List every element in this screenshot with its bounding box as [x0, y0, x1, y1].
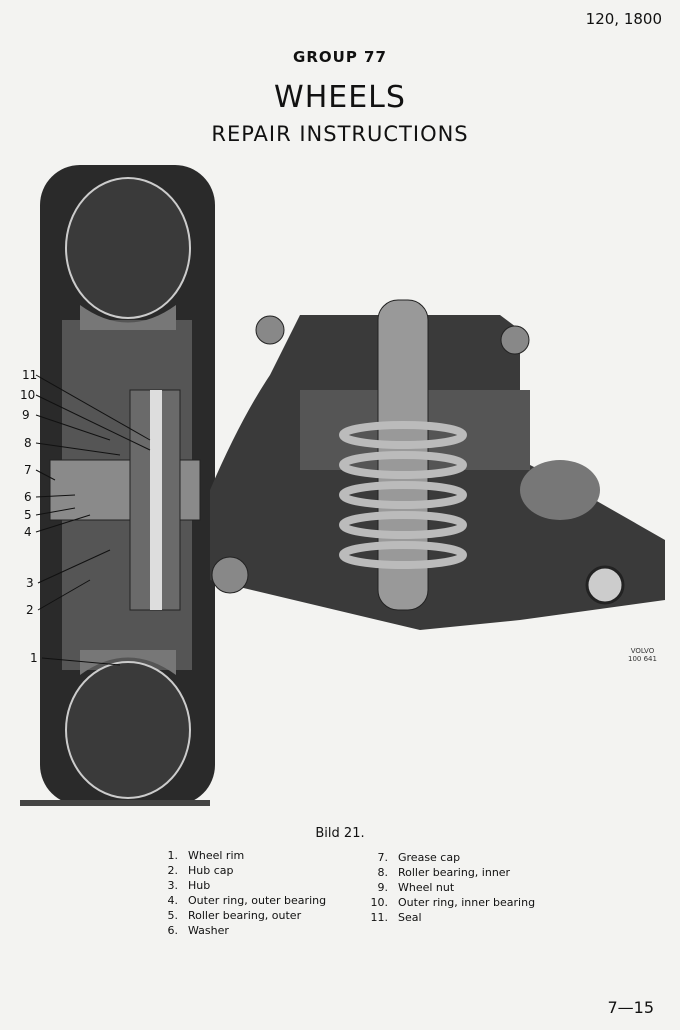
legend-label: Outer ring, outer bearing	[188, 894, 327, 907]
legend-label: Roller bearing, inner	[398, 866, 511, 879]
legend-num: 2.	[167, 864, 179, 877]
page-subtitle: REPAIR INSTRUCTIONS	[211, 122, 469, 146]
callout-2: 2	[26, 603, 34, 617]
group-heading: GROUP 77	[293, 48, 387, 66]
legend-label: Hub cap	[188, 864, 234, 877]
legend-num: 4.	[167, 894, 179, 907]
stamp-number: 100 641	[628, 655, 657, 663]
tire-lower-chamber	[65, 661, 191, 799]
figure-stamp: VOLVO 100 641	[628, 647, 657, 663]
legend-num: 9.	[377, 881, 389, 894]
legend-item: 3. Hub	[150, 878, 326, 893]
callout-9: 9	[22, 408, 30, 422]
callout-7: 7	[24, 463, 32, 477]
model-number: 120, 1800	[585, 10, 662, 28]
callout-1: 1	[30, 651, 38, 665]
legend-column-2: 7. Grease cap 8. Roller bearing, inner 9. W…	[360, 850, 536, 925]
legend-num: 10.	[370, 896, 389, 909]
legend-item: 4. Outer ring, outer bearing	[150, 893, 327, 908]
figure-caption: Bild 21.	[315, 826, 365, 841]
legend-label: Wheel rim	[188, 849, 245, 862]
callout-3: 3	[26, 576, 34, 590]
legend-num: 7.	[377, 851, 389, 864]
page-number: 7—15	[607, 998, 654, 1017]
legend-item: 10. Outer ring, inner bearing	[360, 895, 536, 910]
stamp-brand: VOLVO	[630, 647, 655, 655]
callout-10: 10	[20, 388, 35, 402]
legend-num: 5.	[167, 909, 179, 922]
legend-label: Roller bearing, outer	[188, 909, 302, 922]
callout-8: 8	[24, 436, 32, 450]
callout-6: 6	[24, 490, 32, 504]
wheel-suspension-illustration: 11 10 9 8 7 6 5 4 3 2 1	[20, 165, 665, 806]
legend-label: Grease cap	[398, 851, 461, 864]
legend-item: 9. Wheel nut	[360, 880, 535, 895]
page-title: WHEELS	[274, 80, 406, 115]
callout-4: 4	[24, 525, 32, 539]
legend-num: 3.	[167, 879, 179, 892]
legend-num: 1.	[167, 849, 179, 862]
legend-label: Washer	[188, 924, 229, 937]
legend-label: Hub	[188, 879, 211, 892]
callout-5: 5	[24, 508, 32, 522]
legend-column-1: 1. Wheel rim 2. Hub cap 3. Hub 4. Outer ring…	[150, 848, 327, 938]
legend-label: Outer ring, inner bearing	[398, 896, 536, 909]
legend-item: 1. Wheel rim	[150, 848, 326, 863]
legend-num: 6.	[167, 924, 179, 937]
legend-num: 8.	[377, 866, 389, 879]
legend-item: 5. Roller bearing, outer	[150, 908, 326, 923]
tire-upper-chamber	[65, 177, 191, 319]
callout-11: 11	[22, 368, 37, 382]
legend-num: 11.	[370, 911, 389, 924]
legend-item: 11. Seal	[360, 910, 535, 925]
legend-item: 8. Roller bearing, inner	[360, 865, 535, 880]
coil-spring	[339, 421, 467, 569]
legend-item: 6. Washer	[150, 923, 326, 938]
legend-label: Seal	[398, 911, 422, 924]
legend-item: 2. Hub cap	[150, 863, 326, 878]
legend-label: Wheel nut	[398, 881, 455, 894]
legend-item: 7. Grease cap	[360, 850, 535, 865]
